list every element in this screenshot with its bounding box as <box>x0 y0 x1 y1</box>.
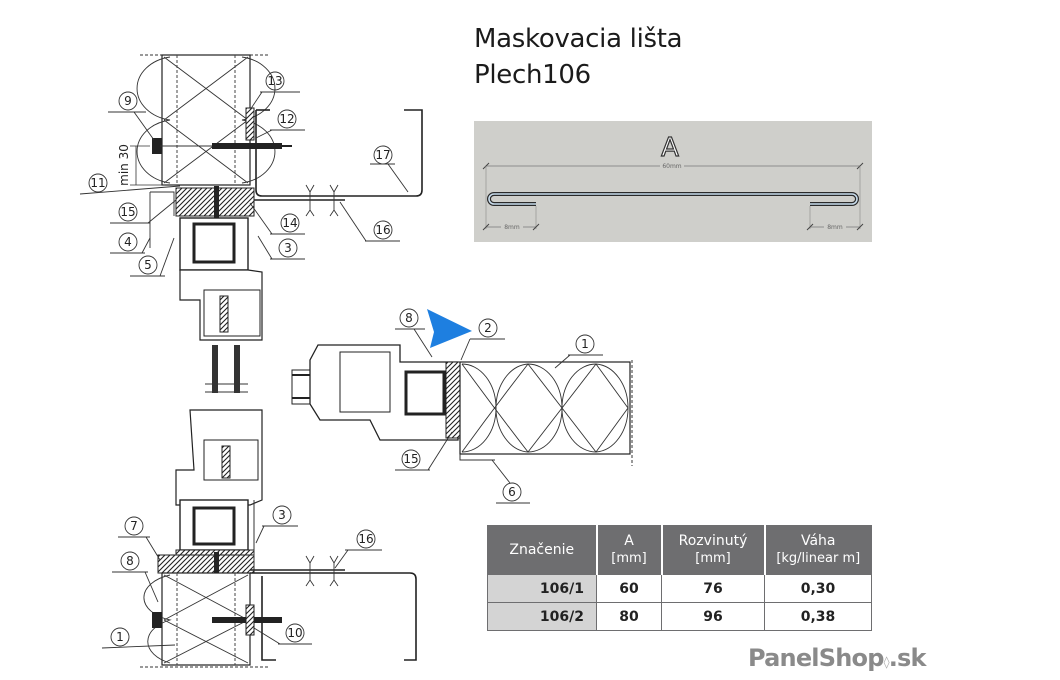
table-row: 106/1 60 76 0,30 <box>487 574 872 603</box>
specification-table: Značenie A[mm] Rozvinutý[mm] Váha[kg/lin… <box>487 525 872 631</box>
callout-8: 8 <box>405 311 413 325</box>
callout-16: 16 <box>358 532 373 546</box>
callout-14: 14 <box>282 216 297 230</box>
upper-window-frame <box>149 186 263 341</box>
highlight-arrow <box>427 309 472 348</box>
callout-15: 15 <box>403 452 418 466</box>
callout-13: 13 <box>267 74 282 88</box>
callout-3: 3 <box>278 508 286 522</box>
upper-wall-panel <box>136 54 423 201</box>
callout-17: 17 <box>375 148 390 162</box>
dimension-a-label: A <box>661 133 679 163</box>
callout-1: 1 <box>116 630 124 644</box>
cell-unfolded: 96 <box>661 602 765 631</box>
cell-code: 106/1 <box>487 574 597 603</box>
callout-15: 15 <box>120 205 135 219</box>
min-30-dimension: min 30 <box>117 144 165 186</box>
header-unfolded: Rozvinutý[mm] <box>661 525 766 575</box>
product-title: Maskovacia lišta <box>474 24 683 54</box>
header-code: Značenie <box>487 525 598 575</box>
callout-7: 7 <box>130 519 138 533</box>
callout-2: 2 <box>484 321 492 335</box>
cell-unfolded: 76 <box>661 574 765 603</box>
callout-11: 11 <box>90 176 105 190</box>
callout-10: 10 <box>287 626 302 640</box>
callout-numbers: 9 13 12 17 11 15 14 16 4 3 5 8 2 1 15 6 … <box>90 74 588 644</box>
cell-a: 80 <box>596 602 662 631</box>
callouts <box>79 71 603 649</box>
callout-3: 3 <box>284 241 292 255</box>
cell-weight: 0,38 <box>764 602 872 631</box>
cell-a: 60 <box>596 574 662 603</box>
product-code: Plech106 <box>474 60 591 90</box>
profile-cross-section: A 60mm 8mm 8mm <box>474 121 872 242</box>
lower-wall-panel <box>140 500 417 668</box>
callout-6: 6 <box>508 485 516 499</box>
callout-5: 5 <box>144 258 152 272</box>
callout-1: 1 <box>581 337 589 351</box>
total-width-label: 60mm <box>662 163 681 170</box>
right-fold-label: 8mm <box>827 224 843 231</box>
lower-window-frame <box>157 409 263 582</box>
callout-4: 4 <box>124 235 132 249</box>
callout-16: 16 <box>375 223 390 237</box>
profile-svg: A 60mm 8mm 8mm <box>482 132 864 231</box>
side-window-frame <box>291 344 461 441</box>
cell-code: 106/2 <box>487 602 597 631</box>
header-a: A[mm] <box>596 525 663 575</box>
brand-logo: PanelShop◊.sk <box>748 644 926 672</box>
cell-weight: 0,30 <box>764 574 872 603</box>
callout-9: 9 <box>124 94 132 108</box>
callout-12: 12 <box>279 112 294 126</box>
table-row: 106/2 80 96 0,38 <box>487 602 872 631</box>
side-wall-panel <box>459 360 633 466</box>
fastener-symbols <box>305 184 339 587</box>
min-30-label: min 30 <box>117 144 131 186</box>
left-fold-label: 8mm <box>504 224 520 231</box>
header-weight: Váha[kg/linear m] <box>764 525 872 575</box>
sheet-fill <box>488 193 858 205</box>
callout-8: 8 <box>126 554 134 568</box>
